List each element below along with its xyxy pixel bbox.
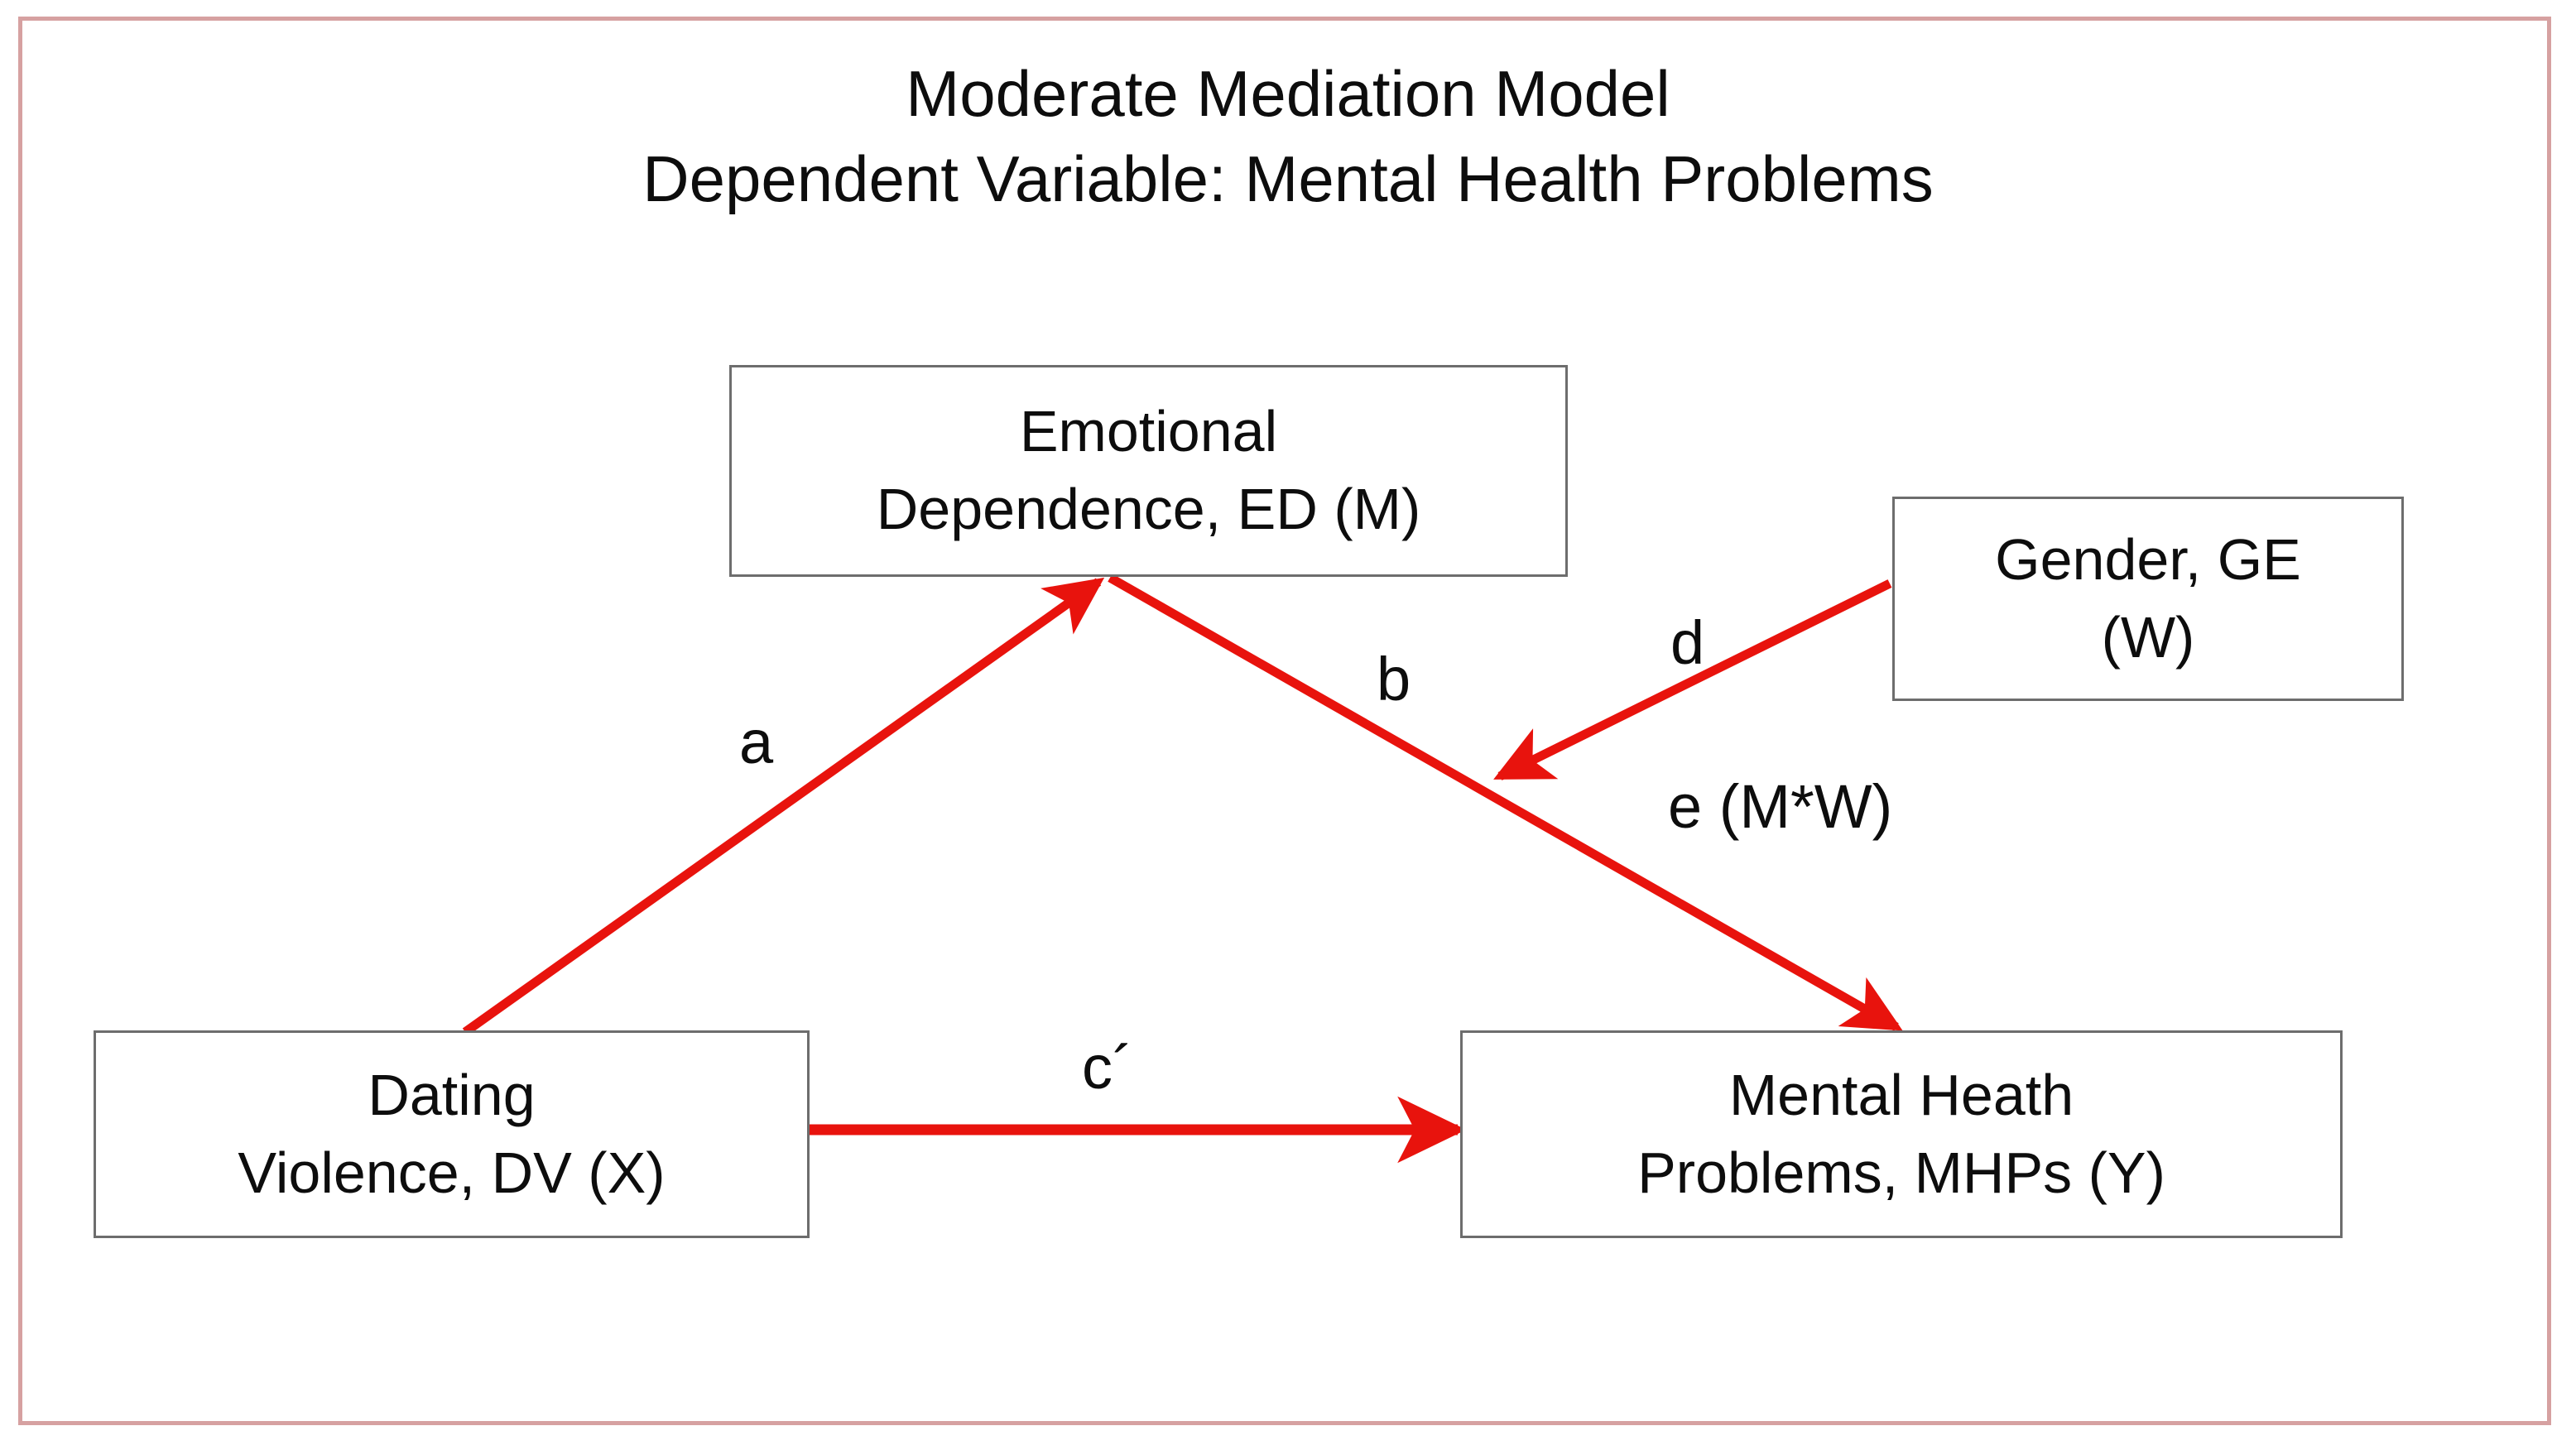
- node-mental-heath-problems-line-2: Problems, MHPs (Y): [1637, 1140, 2165, 1205]
- figure-title-line-2: Dependent Variable: Mental Health Proble…: [642, 142, 1934, 215]
- node-dating-violence-line-2: Violence, DV (X): [238, 1140, 666, 1205]
- node-gender-line-1: Gender, GE: [1995, 526, 2301, 592]
- node-gender-line-2: (W): [2101, 604, 2195, 670]
- node-emotional-dependence-line-1: Emotional: [1019, 399, 1278, 464]
- node-dating-violence-line-1: Dating: [368, 1062, 536, 1127]
- node-emotional-dependence[interactable]: Emotional Dependence, ED (M): [729, 365, 1568, 577]
- path-label-d: d: [1670, 608, 1705, 677]
- node-gender[interactable]: Gender, GE (W): [1892, 497, 2404, 701]
- figure-title-line-1: Moderate Mediation Model: [906, 57, 1670, 130]
- node-mental-heath-problems-line-1: Mental Heath: [1728, 1062, 2074, 1127]
- path-label-c-prime: c´: [1082, 1033, 1133, 1102]
- node-emotional-dependence-line-2: Dependence, ED (M): [876, 477, 1421, 541]
- node-dating-violence[interactable]: Dating Violence, DV (X): [94, 1030, 810, 1238]
- figure-title: Moderate Mediation Model Dependent Varia…: [0, 51, 2576, 222]
- node-mental-heath-problems[interactable]: Mental Heath Problems, MHPs (Y): [1460, 1030, 2343, 1238]
- path-label-a: a: [739, 708, 774, 776]
- path-label-e-interaction: e (M*W): [1668, 772, 1893, 841]
- path-label-b: b: [1377, 645, 1411, 713]
